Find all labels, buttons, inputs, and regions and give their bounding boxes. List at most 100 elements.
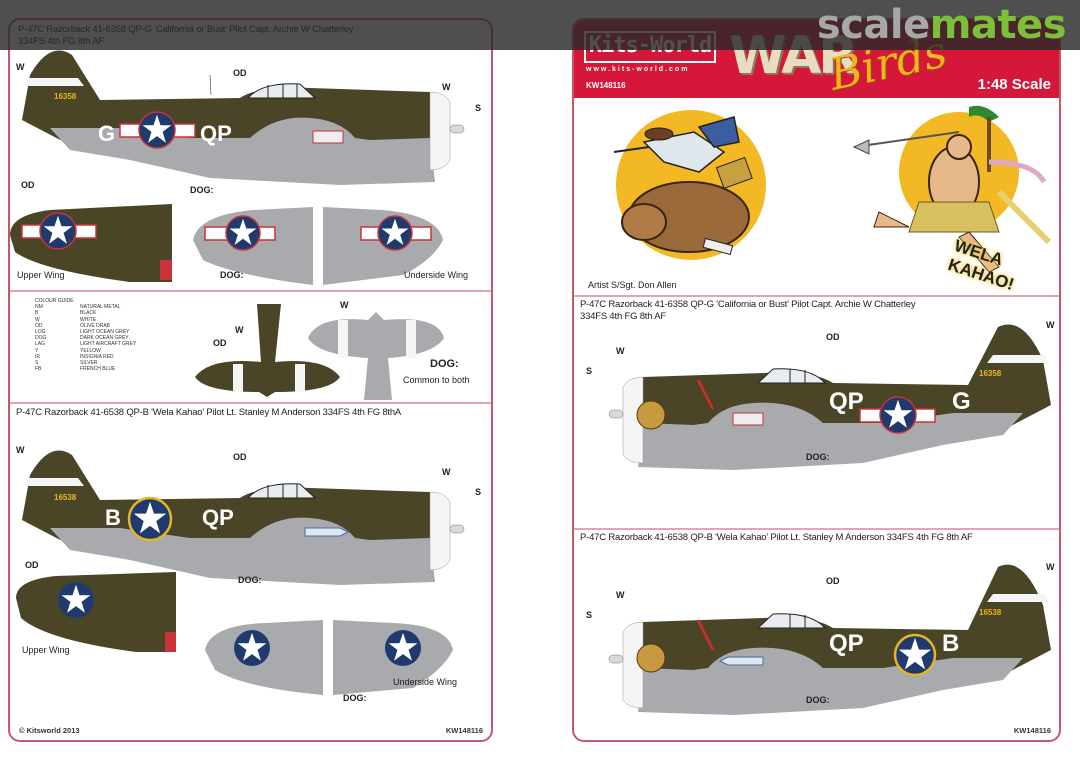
colour-code: W	[35, 316, 40, 323]
right-aircraft1-label-w-tail: W	[1046, 320, 1055, 330]
colour-guide-row: IR INSIGNIA RED	[35, 354, 136, 360]
aircraft1-upper-wing-label: Upper Wing	[17, 270, 65, 280]
aircraft2-underside-wing-left	[205, 620, 323, 695]
right-aircraft2-label-w-tail: W	[1046, 562, 1055, 572]
colour-guide-row: DOG DARK OCEAN GREY	[35, 335, 136, 341]
tailplane-common-label: Common to both	[403, 375, 470, 385]
colour-name: WHITE	[80, 316, 97, 323]
right-aircraft2-title: P-47C Razorback 41-6538 QP-B 'Wela Kahao…	[580, 532, 973, 543]
colour-code: S	[35, 360, 39, 367]
aircraft1-code-left: G	[98, 121, 116, 146]
aircraft1-side-profile	[22, 50, 465, 185]
tailplane-label-dog: DOG:	[430, 358, 459, 370]
tailplane-label-w-lower: W	[340, 300, 349, 310]
colour-code: FB	[35, 366, 42, 373]
colour-name: DARK OCEAN GREY	[80, 335, 129, 342]
right-aircraft2-label-dog: DOG:	[806, 695, 830, 705]
left-sheet-code: KW148116	[445, 726, 483, 735]
colour-name: OLIVE DRAB	[80, 322, 111, 329]
watermark-band	[0, 0, 1080, 50]
colour-code: NM	[35, 304, 43, 311]
aircraft1-upper-wing	[10, 204, 172, 282]
tailplane-label-od: OD	[213, 338, 227, 348]
tailplane-upper	[195, 304, 340, 397]
colour-name: LIGHT AIRCRAFT GREY	[80, 341, 137, 348]
right-decal-sheet: Kits-World www.kits-world.com KW148116 W…	[572, 18, 1061, 742]
right-aircraft1-side-profile	[608, 324, 1051, 470]
right-aircraft1-serial: 16358	[979, 369, 1002, 378]
right-aircraft2-side-profile	[608, 564, 1051, 715]
watermark-part1: scale	[816, 2, 930, 48]
aircraft2-label-w-tail: W	[16, 445, 25, 455]
right-aircraft1-title-line1: P-47C Razorback 41-6358 QP-G 'California…	[580, 299, 916, 310]
section-divider	[574, 295, 1059, 297]
aircraft2-label-dog: DOG:	[238, 575, 262, 585]
colour-code: DOG	[35, 335, 47, 342]
aircraft1-code-right: QP	[200, 121, 232, 146]
nose-art-california-or-bust	[604, 102, 774, 272]
aircraft1-serial: 16358	[54, 92, 77, 101]
aircraft2-upper-wing-od: OD	[25, 560, 39, 570]
aircraft2-label-s: S	[475, 487, 482, 497]
colour-guide-row: LAG LIGHT AIRCRAFT GREY	[35, 341, 136, 347]
aircraft2-underside-wing-label: Underside Wing	[393, 677, 458, 687]
aircraft2-code-left: B	[105, 505, 121, 530]
copyright: © Kitsworld 2013	[19, 726, 80, 735]
tailplane-lower	[308, 312, 444, 400]
aircraft1-label-od: OD	[233, 68, 247, 78]
right-sheet-code: KW148116	[1013, 726, 1051, 735]
right-aircraft2-label-w-cowl: W	[616, 590, 625, 600]
section-divider	[10, 402, 491, 404]
colour-guide-row: Y YELLOW	[35, 348, 136, 354]
right-aircraft2-label-od: OD	[826, 576, 840, 586]
aircraft1-underside-wing-left	[193, 207, 313, 285]
aircraft2-underside-wing-right	[333, 620, 453, 695]
left-decal-sheet: P-47C Razorback 41-6358 QP-G 'California…	[8, 18, 493, 742]
aircraft2-side-profile	[22, 450, 465, 585]
colour-code: OD	[35, 322, 43, 329]
aircraft1-label-w-tail: W	[16, 62, 25, 72]
watermark-part2: mates	[929, 2, 1067, 48]
colour-guide-row: FB FRENCH BLUE	[35, 366, 136, 372]
right-aircraft2-code-right: B	[942, 630, 960, 657]
right-aircraft1-title-line2: 334FS 4th FG 8th AF	[580, 311, 666, 322]
tailplane-label-w-upper: W	[235, 325, 244, 335]
nose-art-wela-kahao: WELA KAHAO!	[849, 102, 1059, 294]
right-aircraft1-code-left: QP	[829, 388, 864, 415]
nose-art-artist: Artist S/Sgt. Don Allen	[588, 280, 677, 290]
colour-guide-title: COLOUR GUIDE	[35, 298, 74, 304]
section-divider	[574, 528, 1059, 530]
colour-name: LIGHT OCEAN GREY	[80, 329, 130, 336]
product-code: KW148116	[586, 81, 626, 90]
right-aircraft2-code-left: QP	[829, 630, 864, 657]
colour-guide-row: W WHITE	[35, 317, 136, 323]
aircraft2-upper-wing-label: Upper Wing	[22, 645, 70, 655]
colour-code: IR	[35, 353, 40, 360]
colour-name: FRENCH BLUE	[80, 366, 116, 373]
right-aircraft1-label-w-cowl: W	[616, 346, 625, 356]
bear-rider-illustration	[613, 116, 753, 256]
kitsworld-url: www.kits-world.com	[586, 66, 690, 73]
colour-code: LOG	[35, 329, 46, 336]
colour-code: Y	[35, 347, 39, 354]
aircraft2-code-right: QP	[202, 505, 234, 530]
aircraft2-underside-dog: DOG:	[343, 693, 367, 703]
right-aircraft1-label-od: OD	[826, 332, 840, 342]
right-aircraft1-code-right: G	[952, 388, 971, 415]
aircraft2-title: P-47C Razorback 41-6538 QP-B 'Wela Kahao…	[16, 407, 402, 418]
aircraft1-underside-dog: DOG:	[220, 270, 244, 280]
colour-name: INSIGNIA RED	[80, 353, 114, 360]
colour-code: LAG	[35, 341, 46, 348]
colour-guide-row: LOG LIGHT OCEAN GREY	[35, 329, 136, 335]
right-aircraft2-label-s: S	[586, 610, 593, 620]
colour-name: YELLOW	[80, 347, 101, 354]
colour-name: BLACK	[80, 310, 97, 317]
aircraft1-label-w-cowl: W	[442, 82, 451, 92]
aircraft1-label-s: S	[475, 103, 482, 113]
colour-guide-row: OD OLIVE DRAB	[35, 323, 136, 329]
aircraft1-upper-wing-od: OD	[21, 180, 35, 190]
